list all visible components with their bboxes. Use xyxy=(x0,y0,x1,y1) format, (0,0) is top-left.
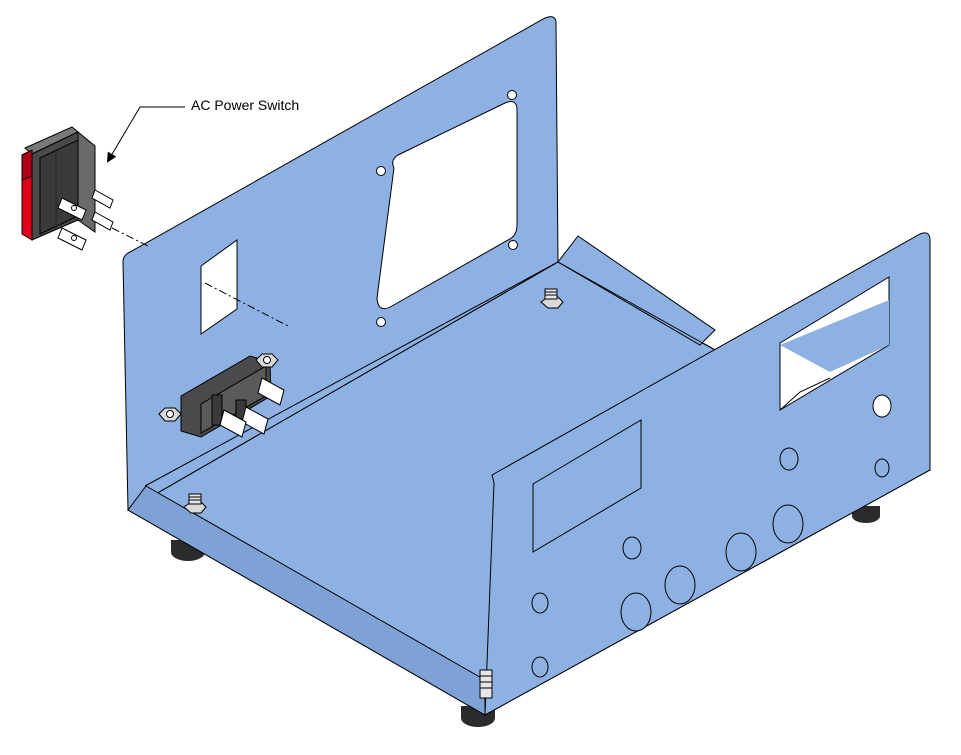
display-window-large xyxy=(532,419,642,553)
fan-cutout xyxy=(376,101,518,310)
alignment-line-switch xyxy=(111,227,149,247)
standoff-front xyxy=(479,669,493,699)
fan-screw-hole-tl xyxy=(376,166,386,176)
hex-nut-icon xyxy=(540,288,564,309)
callout-leader xyxy=(106,106,185,163)
fan-screw-hole-bl xyxy=(376,317,386,327)
hex-nut-icon xyxy=(183,493,207,514)
ac-power-switch-label: AC Power Switch xyxy=(191,97,300,113)
iec-power-inlet-icon xyxy=(158,353,285,438)
fan-screw-hole-br xyxy=(508,240,518,250)
fan-screw-hole-tr xyxy=(507,90,517,100)
rocker-switch-icon xyxy=(21,126,114,251)
rear-flange xyxy=(557,235,716,346)
front-panel-holes xyxy=(531,394,892,678)
switch-cutout xyxy=(200,239,238,335)
